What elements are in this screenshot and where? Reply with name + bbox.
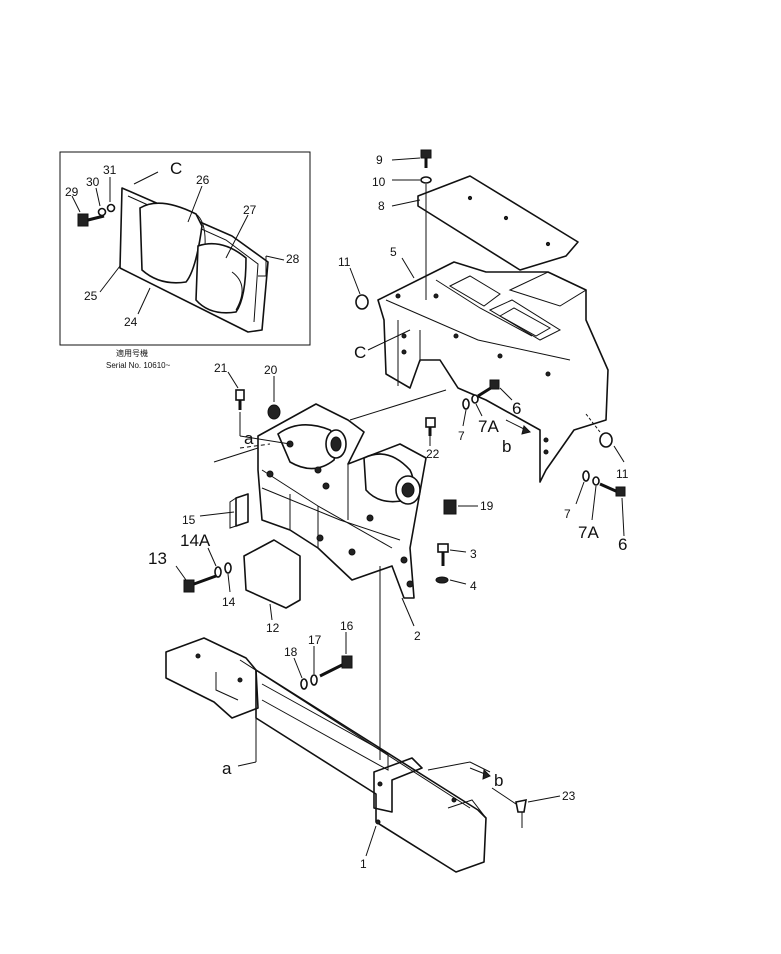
washer-14 (224, 562, 232, 574)
cover-plate-8 (417, 175, 579, 271)
washer-17 (310, 674, 318, 686)
callout-6-lower: 6 (618, 535, 627, 554)
callout-13: 13 (148, 549, 167, 568)
callout-b-upper: b (502, 437, 511, 456)
inset-label-25: 25 (84, 289, 98, 303)
callout-1: 1 (360, 857, 367, 871)
bracket-2 (257, 403, 427, 599)
callout-14A: 14A (180, 531, 211, 550)
callout-14: 14 (222, 595, 236, 609)
bolt-3 (437, 543, 449, 566)
bolt-9 (420, 149, 432, 168)
callout-11-left: 11 (338, 255, 351, 269)
callout-5: 5 (390, 245, 397, 259)
inset-detail: 29 30 31 C 26 27 28 25 24 適用号機 Serial No… (59, 151, 311, 370)
washer-4 (435, 576, 449, 584)
callout-6-upper: 6 (512, 399, 521, 418)
callout-11-right: 11 (616, 467, 629, 481)
callout-4: 4 (470, 579, 477, 593)
serial-heading: 適用号機 (116, 348, 148, 358)
washer-18 (300, 678, 308, 690)
inset-label-28: 28 (286, 252, 300, 266)
bolt-21 (235, 389, 245, 410)
inset-label-27: 27 (243, 203, 257, 217)
washer-7-upper (462, 398, 470, 410)
inset-part-26 (139, 202, 203, 284)
callout-2: 2 (414, 629, 421, 643)
callout-9: 9 (376, 153, 383, 167)
callout-15: 15 (182, 513, 196, 527)
callout-16: 16 (340, 619, 354, 633)
callout-10: 10 (372, 175, 386, 189)
inset-label-26: 26 (196, 173, 210, 187)
block-15 (229, 493, 249, 529)
callout-7-lower: 7 (564, 507, 571, 521)
inset-bolt-29 (77, 213, 105, 227)
inset-label-c: C (170, 159, 182, 178)
callout-7A-upper: 7A (478, 417, 499, 436)
inset-washer-30 (97, 207, 107, 217)
washer-14A (214, 566, 222, 578)
callout-c: C (354, 343, 366, 362)
callout-8: 8 (378, 199, 385, 213)
callout-22: 22 (426, 447, 440, 461)
inset-washer-31 (106, 203, 116, 213)
inset-label-29: 29 (65, 185, 79, 199)
washer-7-lower (582, 470, 590, 482)
callout-7A-lower: 7A (578, 523, 599, 542)
inset-part-27 (195, 242, 247, 314)
callout-18: 18 (284, 645, 298, 659)
bolt-19 (443, 499, 457, 515)
inset-label-31: 31 (103, 163, 117, 177)
cap-11-right (599, 432, 613, 448)
cap-11-left (355, 294, 369, 310)
bolt-13 (183, 574, 217, 593)
plate-12 (243, 539, 301, 609)
washer-10 (420, 176, 432, 184)
callout-17: 17 (308, 633, 322, 647)
serial-number: Serial No. 10610~ (106, 361, 171, 370)
callout-3: 3 (470, 547, 477, 561)
bolt-16 (319, 655, 353, 678)
callout-a-upper: a (244, 429, 254, 448)
bolt-6-lower (599, 482, 626, 497)
callout-19: 19 (480, 499, 494, 513)
callout-12: 12 (266, 621, 280, 635)
inset-bracket (119, 187, 269, 333)
washer-7A-upper (471, 394, 479, 404)
callout-7-upper: 7 (458, 429, 465, 443)
callout-21: 21 (214, 361, 228, 375)
inset-label-24: 24 (124, 315, 138, 329)
inset-label-30: 30 (86, 175, 100, 189)
bolt-6-upper (477, 379, 500, 398)
frame-5 (377, 261, 609, 483)
callout-20: 20 (264, 363, 278, 377)
cover-1 (165, 637, 487, 873)
callout-23: 23 (562, 789, 576, 803)
nut-20 (267, 404, 281, 420)
inset-frame (59, 151, 311, 346)
washer-7A-lower (592, 476, 600, 486)
callout-b-lower: b (494, 771, 503, 790)
cap-23 (515, 798, 527, 813)
callout-a-lower: a (222, 759, 232, 778)
